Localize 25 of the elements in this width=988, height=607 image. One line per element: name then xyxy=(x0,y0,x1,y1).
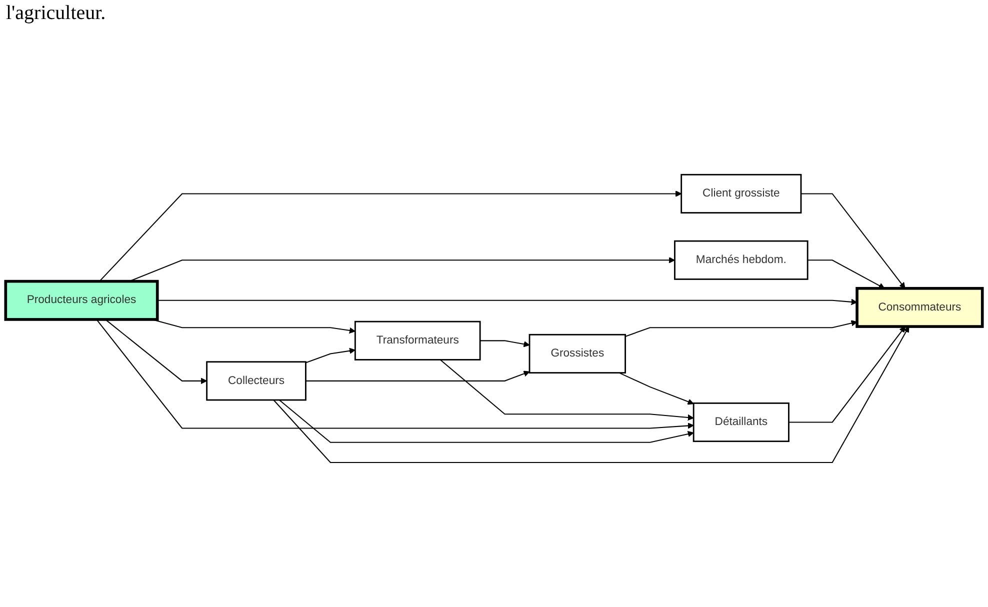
node-box: Collecteurs xyxy=(206,362,306,402)
arrow xyxy=(440,360,694,422)
arrow xyxy=(99,191,682,282)
node-box: Grossistes xyxy=(528,334,626,374)
arrow xyxy=(306,371,530,382)
arrow xyxy=(128,257,676,282)
arrow xyxy=(625,320,858,338)
node-box: Consommateurs xyxy=(856,287,984,328)
arrow xyxy=(808,260,885,290)
arrow xyxy=(618,372,694,406)
arrow xyxy=(96,320,694,430)
node-box: Transformateurs xyxy=(354,321,481,361)
arrow xyxy=(788,326,906,424)
arrow xyxy=(801,194,906,290)
node-box: Détaillants xyxy=(692,402,790,442)
node-box: Marchés hebdom. xyxy=(674,240,808,280)
note-text: l'agriculteur. xyxy=(6,2,106,25)
arrow xyxy=(105,319,208,384)
arrow xyxy=(306,348,356,364)
arrow xyxy=(278,400,694,444)
node-box: Client grossiste xyxy=(680,174,802,214)
arrow xyxy=(480,340,530,348)
arrow xyxy=(273,326,910,464)
node-box: Producteurs agricoles xyxy=(4,280,159,322)
arrow xyxy=(157,299,858,306)
